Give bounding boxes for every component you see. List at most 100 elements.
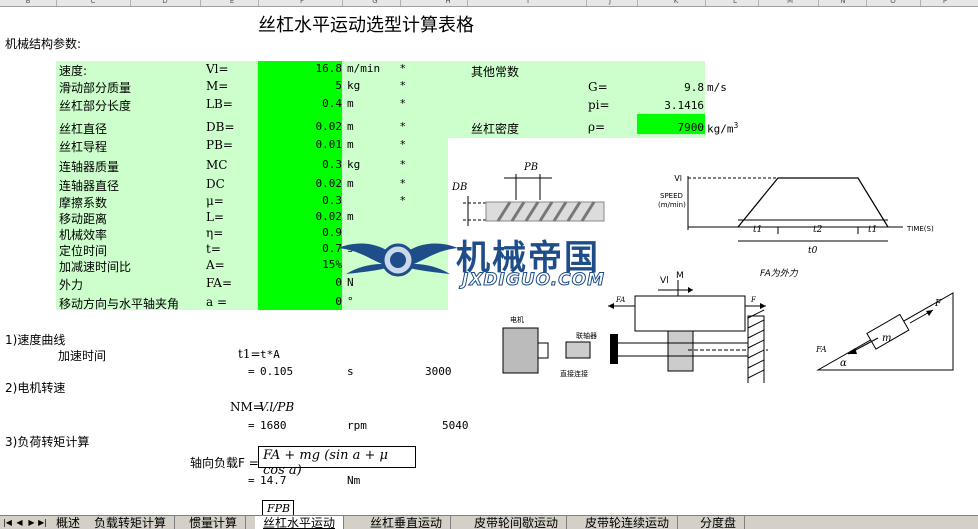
pi-value[interactable]: 3.1416 bbox=[664, 99, 704, 112]
param-required-mark: * bbox=[400, 194, 406, 207]
m-label: M bbox=[676, 271, 684, 281]
incline-drawing bbox=[816, 292, 954, 371]
param-value[interactable]: 0 bbox=[335, 295, 342, 308]
param-value[interactable]: 5 bbox=[335, 79, 342, 92]
table-mechanism bbox=[502, 280, 768, 383]
param-value[interactable]: 0.7 bbox=[322, 242, 342, 255]
column-header-p[interactable]: P bbox=[942, 0, 948, 5]
column-header-e[interactable]: E bbox=[229, 0, 235, 5]
column-header-c[interactable]: C bbox=[90, 0, 96, 5]
column-separator[interactable] bbox=[56, 0, 57, 6]
axial-load-formula[interactable]: FA + mg (sin a + μ cos a) bbox=[258, 446, 416, 478]
rho-input-bg bbox=[637, 114, 705, 134]
param-value[interactable]: 0.9 bbox=[322, 226, 342, 239]
column-header-i[interactable]: I bbox=[526, 0, 530, 5]
param-unit: N bbox=[347, 276, 354, 289]
param-label: 移动方向与水平轴夹角 bbox=[59, 297, 180, 311]
param-value[interactable]: 16.8 bbox=[315, 62, 343, 75]
section-load-torque: 3)负荷转矩计算 bbox=[5, 435, 90, 449]
column-separator[interactable] bbox=[467, 0, 468, 6]
param-value[interactable]: 15% bbox=[322, 258, 342, 271]
next-sheet-button[interactable]: ▶ bbox=[28, 518, 35, 527]
param-unit: m bbox=[347, 138, 354, 151]
param-label: 机械效率 bbox=[59, 228, 108, 242]
column-header-j[interactable]: J bbox=[608, 0, 612, 5]
column-header-b[interactable]: B bbox=[25, 0, 31, 5]
column-header-l[interactable]: L bbox=[733, 0, 737, 5]
sheet-tab[interactable]: 皮带轮连续运动 bbox=[577, 516, 679, 529]
sheet-tab[interactable]: 负载转矩计算 bbox=[86, 516, 176, 529]
param-value[interactable]: 0.4 bbox=[322, 97, 342, 110]
column-header-n[interactable]: N bbox=[840, 0, 846, 5]
nm-value[interactable]: 1680 bbox=[260, 419, 287, 432]
rho-symbol: ρ= bbox=[588, 120, 606, 134]
param-label: 丝杠直径 bbox=[59, 122, 108, 136]
param-value[interactable]: 0.02 bbox=[315, 210, 343, 223]
t1-symbol: t1= bbox=[238, 347, 261, 361]
watermark-logo: 机械帝国 JXDIGUO.COM bbox=[338, 232, 638, 292]
sheet-tab[interactable]: 丝杠垂直运动 bbox=[362, 516, 452, 529]
sheet-tab[interactable]: 丝杠水平运动 bbox=[255, 516, 345, 529]
first-sheet-button[interactable]: |◀ bbox=[3, 518, 12, 527]
param-value[interactable]: 0.3 bbox=[322, 158, 342, 171]
sheet-tab[interactable]: 分度盘 bbox=[692, 516, 746, 529]
rho-value[interactable]: 7900 bbox=[677, 121, 705, 134]
param-value[interactable]: 0 bbox=[335, 276, 342, 289]
rho-unit: kg/m3 bbox=[707, 121, 739, 136]
param-required-mark: * bbox=[400, 79, 406, 92]
column-separator[interactable] bbox=[705, 0, 706, 6]
column-header[interactable]: B C D E F G H I J K L M N O P bbox=[0, 0, 978, 7]
sheet-tab[interactable]: 概述 bbox=[48, 516, 90, 529]
column-separator[interactable] bbox=[400, 0, 401, 6]
column-header-o[interactable]: O bbox=[890, 0, 896, 5]
lead-screw-drawing bbox=[463, 174, 605, 226]
param-value[interactable]: 0.01 bbox=[315, 138, 343, 151]
speed-unit: (m/min) bbox=[658, 201, 686, 209]
column-separator[interactable] bbox=[342, 0, 343, 6]
t1-label: t1 bbox=[753, 225, 762, 235]
column-separator[interactable] bbox=[637, 0, 638, 6]
t1-formula[interactable]: t*A bbox=[260, 348, 280, 361]
last-sheet-button[interactable]: ▶| bbox=[38, 518, 47, 527]
g-symbol: G= bbox=[588, 80, 608, 94]
param-required-mark: * bbox=[400, 62, 406, 75]
t1-value[interactable]: 0.105 bbox=[260, 365, 294, 378]
column-header-f[interactable]: F bbox=[299, 0, 305, 5]
param-value[interactable]: 0.02 bbox=[315, 120, 343, 133]
g-value[interactable]: 9.8 bbox=[684, 81, 704, 94]
column-separator[interactable] bbox=[920, 0, 921, 6]
column-separator[interactable] bbox=[130, 0, 131, 6]
prev-sheet-button[interactable]: ◀ bbox=[16, 518, 23, 527]
column-separator[interactable] bbox=[200, 0, 201, 6]
torque-formula[interactable]: FPB bbox=[262, 500, 294, 516]
param-required-mark: * bbox=[400, 177, 406, 190]
nm-formula[interactable]: V.l/PB bbox=[259, 400, 295, 414]
column-separator[interactable] bbox=[758, 0, 759, 6]
column-header-d[interactable]: D bbox=[162, 0, 168, 5]
param-value[interactable]: 0.3 bbox=[322, 194, 342, 207]
t1b-label: t1 bbox=[868, 225, 877, 235]
coupling-label: 联轴器 bbox=[576, 331, 597, 340]
fa-note: FA为外力 bbox=[760, 268, 799, 279]
sheet-tab[interactable]: 惯量计算 bbox=[181, 516, 247, 529]
vl-axis-label: Vl bbox=[674, 174, 682, 183]
vl-mechanism-label: Vl bbox=[660, 276, 669, 286]
column-header-h[interactable]: H bbox=[445, 0, 451, 5]
param-unit: m bbox=[347, 210, 354, 223]
column-separator[interactable] bbox=[866, 0, 867, 6]
param-required-mark: * bbox=[400, 158, 406, 171]
param-value[interactable]: 0.02 bbox=[315, 177, 343, 190]
column-header-m[interactable]: M bbox=[786, 0, 794, 5]
column-separator[interactable] bbox=[818, 0, 819, 6]
param-symbol: A= bbox=[206, 258, 225, 272]
column-separator[interactable] bbox=[258, 0, 259, 6]
nm-extra[interactable]: 5040 bbox=[442, 419, 469, 432]
column-header-g[interactable]: G bbox=[372, 0, 378, 5]
column-header-k[interactable]: K bbox=[673, 0, 679, 5]
param-symbol: FA= bbox=[206, 276, 233, 290]
sheet-tab[interactable]: 皮带轮间歇运动 bbox=[466, 516, 568, 529]
axial-value[interactable]: 14.7 bbox=[260, 474, 287, 487]
t1-extra[interactable]: 3000 bbox=[425, 365, 452, 378]
pb-label: PB bbox=[523, 162, 538, 173]
column-separator[interactable] bbox=[586, 0, 587, 6]
